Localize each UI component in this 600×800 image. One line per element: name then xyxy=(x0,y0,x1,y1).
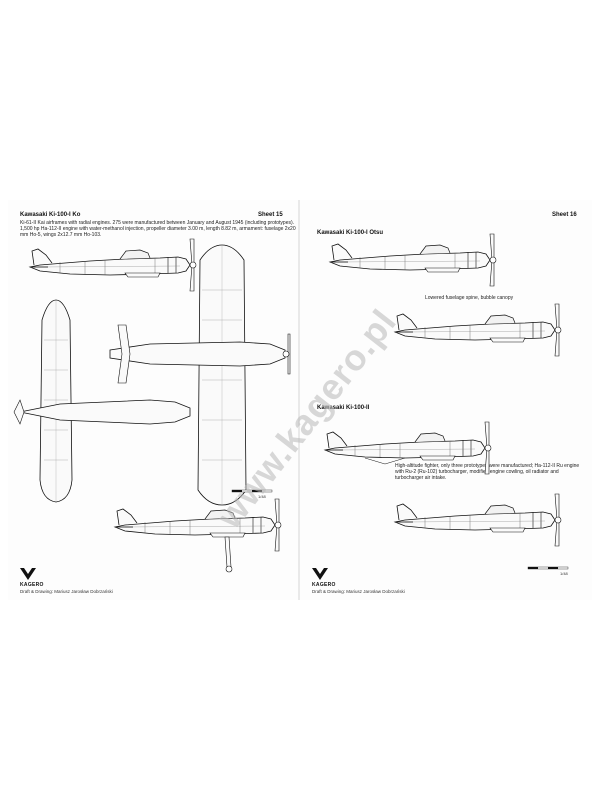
ki100-ii-side-view-1 xyxy=(324,421,492,475)
ki100-otsu-side-view-2 xyxy=(394,303,562,357)
kagero-logo-icon xyxy=(20,568,36,580)
right-brand: KAGERO xyxy=(312,582,336,588)
left-title: Kawasaki Ki-100-I Ko xyxy=(20,212,81,218)
ki100-side-view-top xyxy=(29,238,197,292)
ki100-side-view-bottom xyxy=(114,498,282,573)
right-caption-otsu: Lowered fuselage spine, bubble canopy xyxy=(425,295,514,301)
left-scale-bar xyxy=(231,489,273,493)
right-title-ki100-ii: Kawasaki Ki-100-II xyxy=(317,405,370,411)
left-credit: Draft & Drawing: Mariusz Jarosław Dobrza… xyxy=(20,589,113,594)
right-sheet-number: Sheet 16 xyxy=(552,212,577,218)
ki100-plan-view-lower xyxy=(109,244,291,506)
left-sheet-number: Sheet 15 xyxy=(258,212,283,218)
ki100-ii-side-view-2 xyxy=(394,493,562,547)
left-description: Ki-61-II Kai airframes with radial engin… xyxy=(20,220,296,238)
kagero-logo-icon-right xyxy=(312,568,328,580)
ki100-plan-view-upper xyxy=(13,299,191,503)
right-scale-label: 1/48 xyxy=(560,571,568,576)
page-gutter xyxy=(298,200,300,600)
right-scale-bar xyxy=(527,566,569,570)
left-brand: KAGERO xyxy=(20,582,44,588)
ki100-otsu-side-view-1 xyxy=(329,233,497,287)
right-credit: Draft & Drawing: Mariusz Jarosław Dobrza… xyxy=(312,589,405,594)
left-scale-label: 1/48 xyxy=(258,494,266,499)
right-title-otsu: Kawasaki Ki-100-I Otsu xyxy=(317,230,384,236)
